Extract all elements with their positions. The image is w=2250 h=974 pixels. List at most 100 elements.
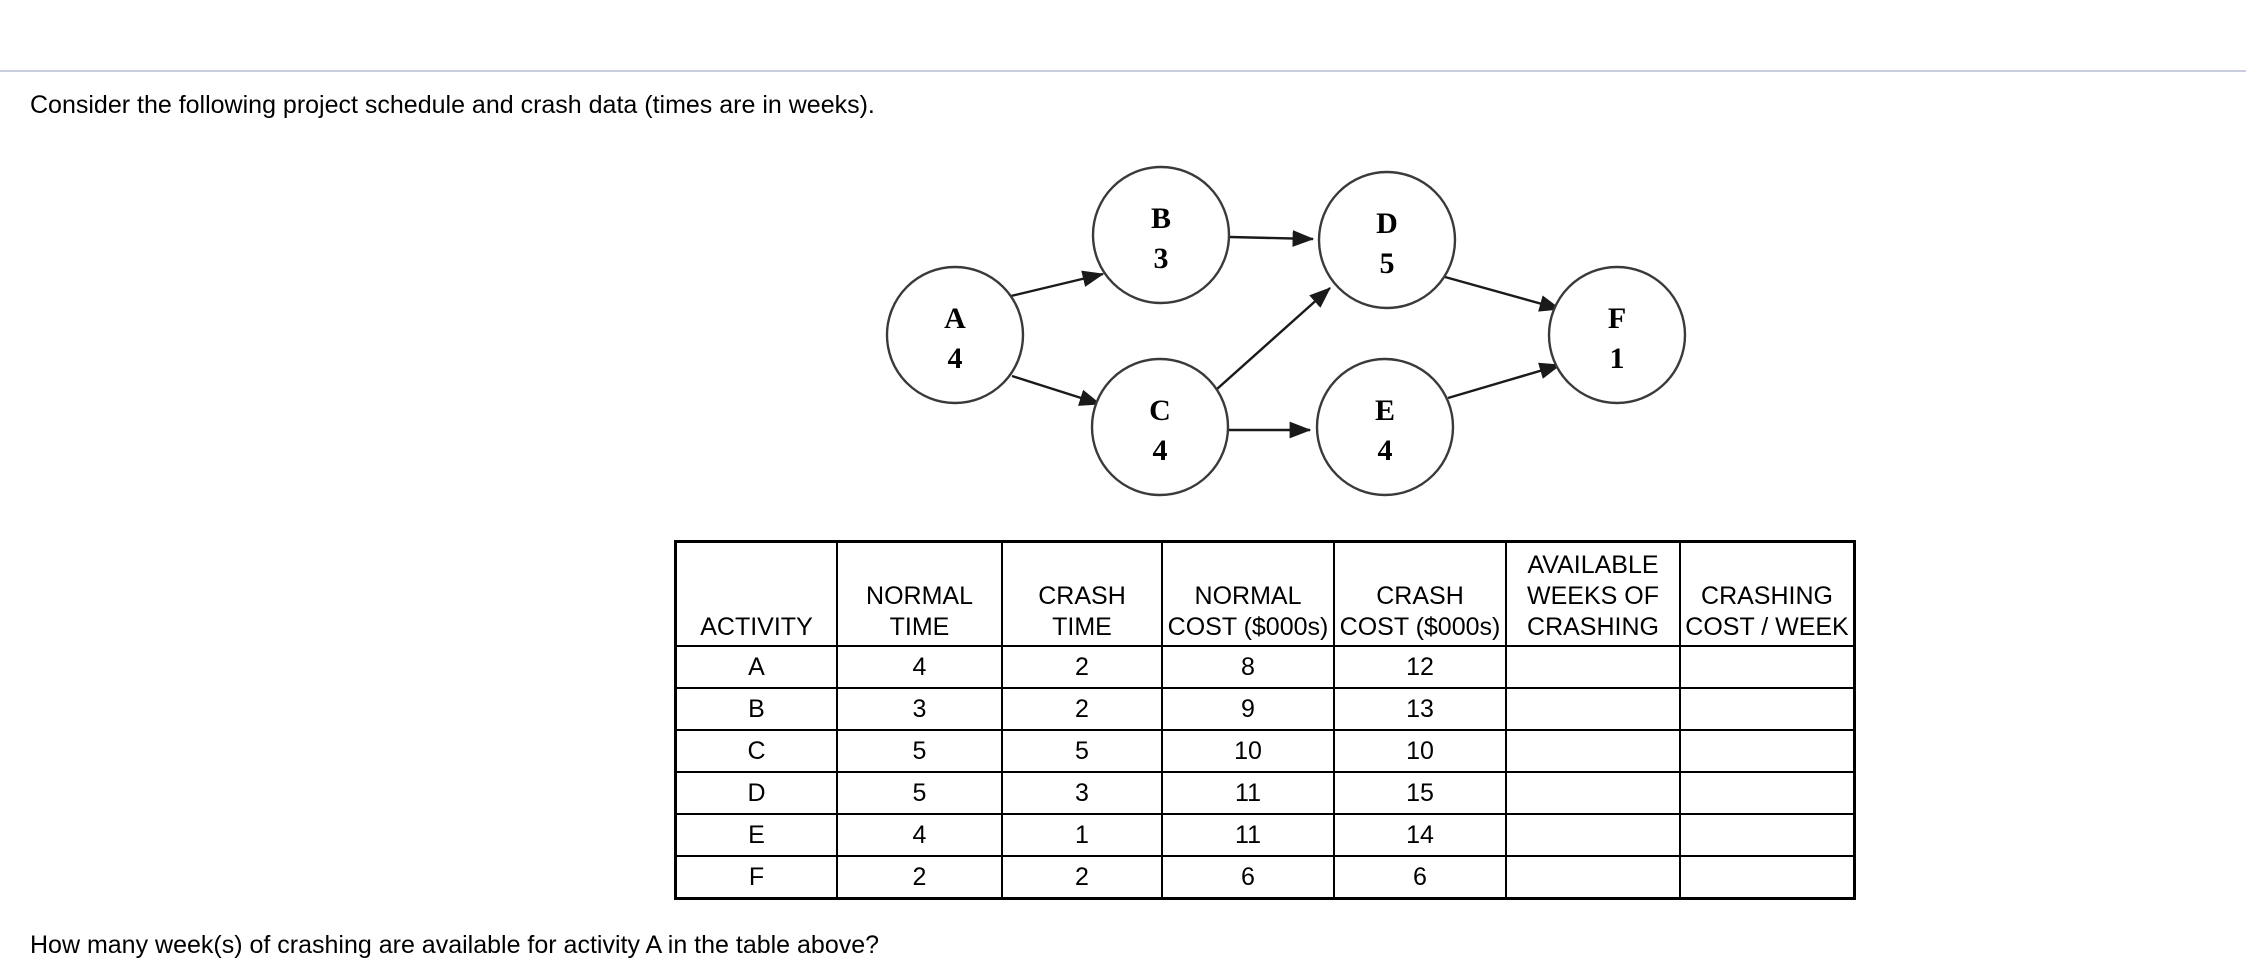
- table-row: A 4 2 8 12: [674, 645, 1856, 689]
- cell-crash-time: 1: [1001, 813, 1163, 857]
- cell-normal-time: 5: [836, 771, 1003, 815]
- table-header-row: ACTIVITY NORMAL TIME CRASH TIME NORMAL C…: [674, 540, 1856, 647]
- cell-crashing-cost-week[interactable]: [1679, 855, 1856, 900]
- cell-activity: A: [674, 645, 838, 689]
- node-f-duration: 1: [1610, 342, 1625, 375]
- node-a-duration: 4: [948, 342, 963, 375]
- header-available-weeks-line2: WEEKS OF: [1527, 582, 1659, 610]
- table-row: C 5 5 10 10: [674, 729, 1856, 773]
- top-divider: [0, 70, 2246, 72]
- node-e-letter: E: [1375, 394, 1395, 427]
- node-d-letter: D: [1376, 207, 1398, 240]
- cell-crashing-cost-week[interactable]: [1679, 645, 1856, 689]
- node-b-letter: B: [1151, 202, 1171, 235]
- header-crash-time-line2: TIME: [1052, 613, 1112, 641]
- header-crashing-cost-week-line2: COST / WEEK: [1685, 613, 1849, 641]
- header-crash-time-line1: CRASH: [1038, 582, 1126, 610]
- cell-crash-cost: 10: [1333, 729, 1507, 773]
- cell-crashing-cost-week[interactable]: [1679, 771, 1856, 815]
- cell-crash-cost: 15: [1333, 771, 1507, 815]
- header-available-weeks: AVAILABLE WEEKS OF CRASHING: [1505, 540, 1681, 647]
- cell-crash-time: 5: [1001, 729, 1163, 773]
- header-normal-cost: NORMAL COST ($000s): [1161, 540, 1335, 647]
- cell-activity: B: [674, 687, 838, 731]
- cell-activity: F: [674, 855, 838, 900]
- cell-activity: D: [674, 771, 838, 815]
- header-crashing-cost-week: CRASHING COST / WEEK: [1679, 540, 1856, 647]
- edge-d-to-f: [1444, 275, 1562, 312]
- cell-crashing-cost-week[interactable]: [1679, 813, 1856, 857]
- edge-b-to-d: [1229, 230, 1315, 247]
- intro-text: Consider the following project schedule …: [30, 91, 875, 119]
- cell-available-weeks[interactable]: [1505, 771, 1681, 815]
- network-diagram-svg: A 4 B 3 C 4 D 5 E 4 F 1: [885, 165, 1687, 497]
- cell-activity: E: [674, 813, 838, 857]
- network-diagram: A 4 B 3 C 4 D 5 E 4 F 1: [860, 140, 1700, 510]
- header-activity-line1: ACTIVITY: [700, 613, 813, 641]
- cell-normal-cost: 11: [1161, 813, 1335, 857]
- node-c-letter: C: [1149, 394, 1171, 427]
- header-available-weeks-line1: AVAILABLE: [1527, 551, 1659, 579]
- node-e: E 4: [1315, 357, 1455, 497]
- header-available-weeks-line3: CRASHING: [1527, 613, 1659, 641]
- cell-crash-time: 3: [1001, 771, 1163, 815]
- edge-a-to-b: [1010, 270, 1105, 298]
- node-a: A 4: [885, 265, 1025, 405]
- cell-normal-cost: 8: [1161, 645, 1335, 689]
- cell-crash-time: 2: [1001, 687, 1163, 731]
- header-crash-cost-line1: CRASH: [1376, 582, 1464, 610]
- header-crashing-cost-week-line1: CRASHING: [1701, 582, 1833, 610]
- cell-normal-cost: 11: [1161, 771, 1335, 815]
- cell-normal-time: 4: [836, 645, 1003, 689]
- header-crash-cost-line2: COST ($000s): [1339, 613, 1501, 641]
- cell-normal-time: 4: [836, 813, 1003, 857]
- node-b: B 3: [1091, 165, 1231, 305]
- node-c: C 4: [1090, 357, 1230, 497]
- cell-crash-cost: 12: [1333, 645, 1507, 689]
- node-f: F 1: [1547, 265, 1687, 405]
- cell-normal-cost: 6: [1161, 855, 1335, 900]
- cell-available-weeks[interactable]: [1505, 729, 1681, 773]
- cell-normal-cost: 9: [1161, 687, 1335, 731]
- cell-available-weeks[interactable]: [1505, 855, 1681, 900]
- crash-data-table: ACTIVITY NORMAL TIME CRASH TIME NORMAL C…: [674, 540, 1856, 900]
- table-row: F 2 2 6 6: [674, 855, 1856, 900]
- cell-crash-cost: 6: [1333, 855, 1507, 900]
- node-e-duration: 4: [1378, 434, 1393, 467]
- cell-normal-time: 5: [836, 729, 1003, 773]
- node-a-letter: A: [944, 302, 966, 335]
- cell-crashing-cost-week[interactable]: [1679, 687, 1856, 731]
- header-normal-time: NORMAL TIME: [836, 540, 1003, 647]
- cell-normal-cost: 10: [1161, 729, 1335, 773]
- header-activity: ACTIVITY: [674, 540, 838, 647]
- cell-crash-cost: 14: [1333, 813, 1507, 857]
- cell-crash-cost: 13: [1333, 687, 1507, 731]
- cell-crashing-cost-week[interactable]: [1679, 729, 1856, 773]
- table-row: B 3 2 9 13: [674, 687, 1856, 731]
- question-text: How many week(s) of crashing are availab…: [30, 931, 880, 959]
- cell-normal-time: 3: [836, 687, 1003, 731]
- cell-normal-time: 2: [836, 855, 1003, 900]
- header-crash-cost: CRASH COST ($000s): [1333, 540, 1507, 647]
- node-d: D 5: [1317, 170, 1457, 310]
- cell-activity: C: [674, 729, 838, 773]
- node-d-duration: 5: [1380, 247, 1395, 280]
- cell-available-weeks[interactable]: [1505, 687, 1681, 731]
- edge-e-to-f: [1447, 362, 1562, 400]
- edge-c-to-d: [1216, 287, 1331, 390]
- table-row: D 5 3 11 15: [674, 771, 1856, 815]
- node-c-duration: 4: [1153, 434, 1168, 467]
- header-normal-time-line2: TIME: [889, 613, 950, 641]
- node-f-letter: F: [1608, 302, 1626, 335]
- node-b-duration: 3: [1154, 242, 1169, 275]
- header-normal-time-line1: NORMAL: [866, 582, 973, 610]
- cell-available-weeks[interactable]: [1505, 813, 1681, 857]
- header-normal-cost-line1: NORMAL: [1194, 582, 1302, 610]
- cell-crash-time: 2: [1001, 855, 1163, 900]
- edge-a-to-c: [1011, 374, 1102, 406]
- header-normal-cost-line2: COST ($000s): [1167, 613, 1329, 641]
- cell-crash-time: 2: [1001, 645, 1163, 689]
- table-row: E 4 1 11 14: [674, 813, 1856, 857]
- header-crash-time: CRASH TIME: [1001, 540, 1163, 647]
- cell-available-weeks[interactable]: [1505, 645, 1681, 689]
